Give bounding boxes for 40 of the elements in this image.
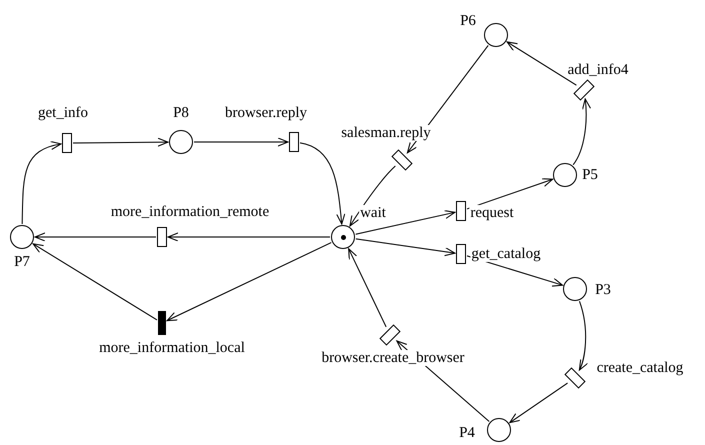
immediate-transition-bar — [158, 311, 166, 335]
arc-arrow — [194, 138, 288, 146]
transition-bar — [62, 133, 72, 153]
place-circle — [484, 23, 508, 47]
arc-arrow — [355, 210, 456, 235]
arc-arrow — [32, 243, 158, 320]
arc-arrow — [572, 98, 591, 166]
arc-arrow — [168, 232, 330, 242]
transition-label: create_catalog — [596, 360, 684, 376]
place-circle — [487, 418, 511, 442]
arc-arrow — [466, 178, 554, 210]
transition-label: browser.create_browser — [320, 350, 466, 366]
place-circle — [563, 277, 587, 301]
transition-label: more_information_remote — [110, 204, 270, 220]
transition-label: salesman.reply — [340, 125, 432, 141]
transition-label: add_info4 — [566, 62, 630, 78]
transition-bar — [456, 244, 466, 264]
arc-arrow — [355, 238, 456, 256]
arc-arrow — [349, 166, 396, 226]
arc-arrow — [300, 142, 346, 225]
arc-arrow — [506, 41, 577, 86]
arc-arrow — [166, 242, 332, 322]
transition-label: get_info — [37, 105, 89, 121]
transition-label: request — [469, 205, 515, 221]
transition-label: browser.reply — [224, 105, 308, 121]
arc-arrow — [22, 142, 62, 224]
arc-arrow — [72, 138, 168, 147]
transition-bar — [289, 132, 299, 152]
place-circle — [553, 163, 577, 187]
transition-bar — [157, 227, 167, 247]
place-circle — [10, 225, 34, 249]
place-circle — [169, 130, 193, 154]
arc-arrow — [34, 232, 156, 242]
place-circle — [331, 225, 355, 249]
arc-arrow — [509, 382, 568, 424]
transition-label: more_information_local — [98, 340, 246, 356]
transition-bar — [456, 201, 466, 221]
transition-label: get_catalog — [470, 246, 542, 262]
arc-arrow — [348, 248, 387, 328]
arc-arrow — [578, 300, 588, 371]
